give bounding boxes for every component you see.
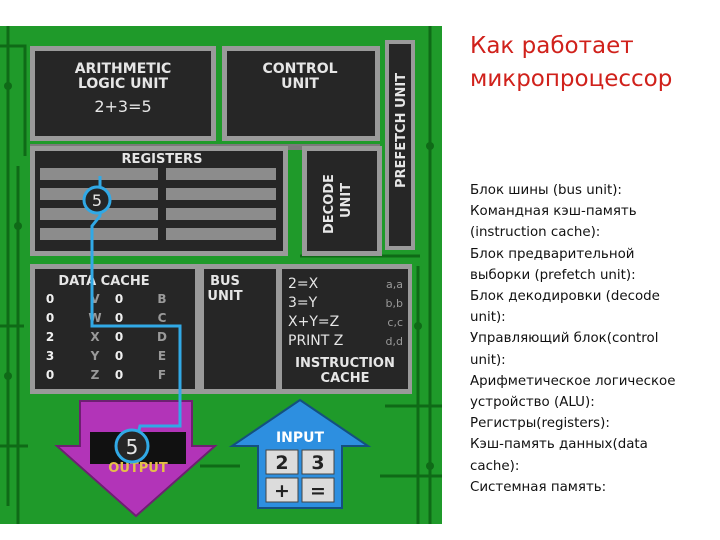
input-key [265,449,299,475]
data-cache-cell: E [158,349,166,363]
control-label-line2: UNIT [281,76,319,92]
list-line: устройство (ALU): [470,395,595,411]
data-cache-cell: 2 [46,330,54,344]
data-cache-cell: 3 [46,349,54,363]
alu-panel: ARITHMETIC LOGIC UNIT 2+3=5 [30,46,216,141]
alu-label-line2: LOGIC UNIT [78,76,168,92]
data-bus-line [90,176,182,459]
alu-label-line1: ARITHMETIC [75,61,172,77]
data-cache-cell: B [157,292,166,306]
bus-label-line1: BUS [210,274,240,289]
icache-label-line1: INSTRUCTION [295,356,395,371]
list-line: Блок шины (bus unit): [470,183,622,198]
control-label-line1: CONTROL [262,61,337,77]
bus-label-line2: UNIT [207,289,242,304]
data-cache-cell: 0 [115,330,123,344]
list-line: Блок предварительной [470,246,635,262]
data-cache-cell: C [158,311,167,325]
decode-label-line1: DECODE [322,174,337,234]
bus-unit-panel: BUS UNIT [200,264,280,394]
data-cache-cell: 0 [115,311,123,325]
instruction-code: PRINT Z [288,333,343,349]
list-line: Командная кэш-память [470,204,637,220]
instruction-code: 2=X [288,276,319,292]
list-line: Арифметическое логическое [470,373,676,389]
list-line: выборки (prefetch unit): [470,267,636,283]
output-value-bubble [114,428,150,464]
output-value: 5 [126,435,139,459]
data-cache-cell: 0 [115,349,123,363]
decode-label-line2: UNIT [339,183,354,218]
list-line: Блок декодировки (decode [470,289,660,305]
list-line: unit): [470,310,506,326]
data-cache-cell: 0 [46,368,54,382]
data-cache-cell: Y [90,349,100,363]
input-key-label: 2 [275,452,288,474]
input-key-label: + [274,480,290,502]
list-line: unit): [470,352,506,368]
data-cache-cell: Z [91,368,100,382]
data-cache-cell: 0 [46,311,54,325]
list-line: Регистры(registers): [470,416,610,432]
data-cache-cell: 0 [115,292,123,306]
instruction-code: X+Y=Z [288,314,339,330]
control-unit-panel: CONTROL UNIT [222,46,380,141]
title-line-1: Как работает [470,33,634,59]
input-key-label: 3 [311,452,324,474]
prefetch-label: PREFETCH UNIT [394,73,409,188]
input-keypad: 2 3 + = [265,449,335,503]
unit-list: Блок шины (bus unit): Командная кэш-памят… [470,180,715,498]
register-value-bubble [82,185,112,215]
data-cache-cell: 0 [115,368,123,382]
registers-panel: REGISTERS [30,146,288,256]
title-line-2: микропроцессор [470,66,673,92]
instruction-code: 3=Y [288,295,318,311]
input-key-label: = [310,480,326,502]
prefetch-unit-panel: PREFETCH UNIT [385,40,415,250]
data-cache-cell: V [90,292,100,306]
output-label: OUTPUT [108,461,168,476]
input-key [301,449,335,475]
list-line: cache): [470,458,520,474]
data-cache-cell: X [90,330,100,344]
data-cache-cell: W [88,311,101,325]
registers-label: REGISTERS [122,152,203,167]
icache-label-line2: CACHE [321,371,370,386]
input-arrow: INPUT 2 3 + = [228,398,372,509]
input-label: INPUT [276,430,325,446]
list-line: Системная память: [470,479,607,495]
decode-unit-panel: DECODE UNIT [302,146,382,256]
list-line: Управляющий блок(control [470,331,659,347]
register-value: 5 [92,191,102,210]
data-cache-label: DATA CACHE [58,274,149,289]
data-cache-cell: F [158,368,166,382]
list-line: (instruction cache): [470,225,601,241]
list-line: Кэш-память данных(data [470,437,648,453]
input-key [265,477,299,503]
input-key [301,477,335,503]
data-cache-cell: D [157,330,167,344]
instruction-address: d,d [386,335,403,348]
alu-value: 2+3=5 [94,97,151,116]
microprocessor-diagram: ARITHMETIC LOGIC UNIT 2+3=5 CONTROL UNIT… [0,26,442,524]
slide-title: Как работает микропроцессор [470,30,710,96]
instruction-address: c,c [387,316,403,329]
instruction-address: a,a [386,278,403,291]
circuit-pads [4,82,434,470]
data-cache-cell: 0 [46,292,54,306]
instruction-address: b,b [386,297,403,310]
microprocessor-svg: ARITHMETIC LOGIC UNIT 2+3=5 CONTROL UNIT… [0,26,442,524]
